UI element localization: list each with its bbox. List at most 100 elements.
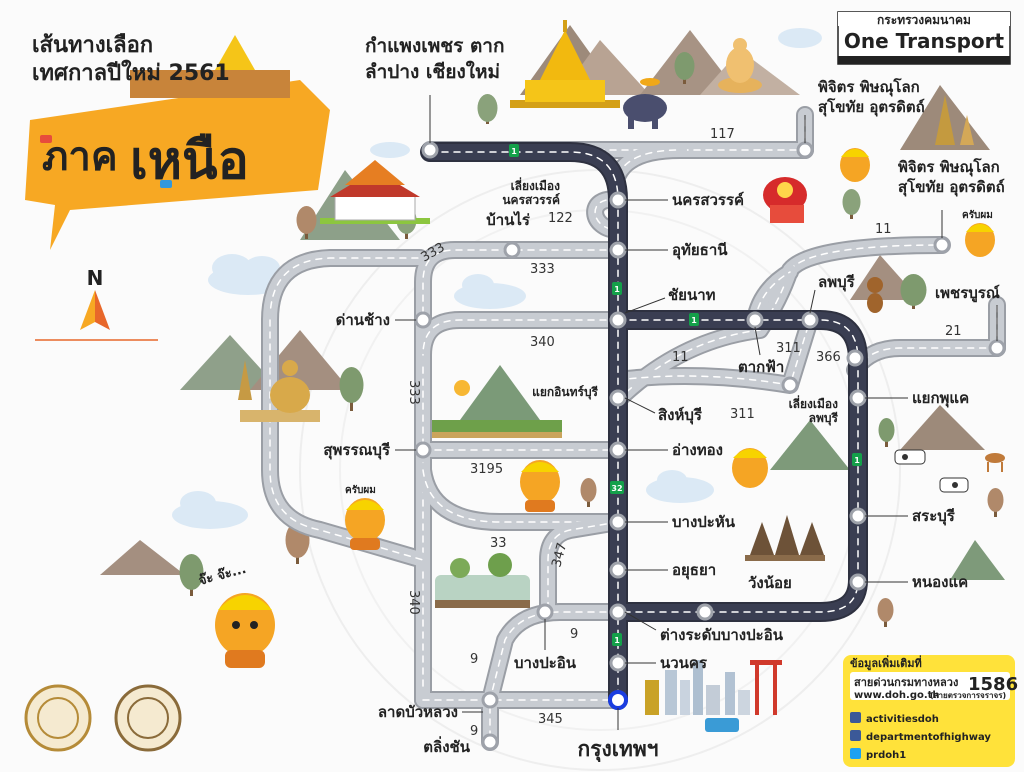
svg-text:333: 333: [406, 380, 421, 405]
monkey-icon: [867, 277, 883, 313]
side-roads-centerline: [617, 244, 943, 401]
svg-text:สายด่วนกรมทางหลวง: สายด่วนกรมทางหลวง: [854, 676, 958, 689]
label-bangpahan: บางปะหัน: [672, 513, 736, 531]
svg-text:11: 11: [875, 222, 892, 237]
destination-text: กำแพงเพชร ตาก ลำปาง เชียงใหม่ พิจิตร พิษ…: [365, 35, 1005, 763]
elephant-icon: [623, 78, 667, 129]
junction-nodes: [414, 141, 1006, 751]
cloud-icons: [172, 28, 822, 529]
program-name: One Transport: [844, 29, 1005, 53]
label-banrai: บ้านไร่: [486, 210, 531, 229]
route-shields: 1 1 1 1 32 1: [509, 144, 862, 646]
leader-lines: [395, 95, 998, 730]
compass-label: N: [87, 266, 104, 290]
bangkok-skyline-icon: [645, 660, 782, 732]
svg-text:(สายตรวจการจราจร): (สายตรวจการจราจร): [930, 691, 1006, 700]
side-roads-centerline: [269, 257, 421, 321]
svg-text:1: 1: [614, 636, 620, 645]
label-angthong: อ่างทอง: [672, 441, 723, 459]
dest-phetchabun: เพชรบูรณ์: [935, 284, 1000, 303]
dest-ne2-line1: พิจิตร พิษณุโลก: [898, 157, 1000, 177]
svg-text:activitiesdoh: activitiesdoh: [866, 714, 939, 725]
label-nakhonsawan: นครสวรรค์: [672, 191, 744, 209]
thai-temple-icon: [320, 160, 430, 224]
temple-illustrations: [238, 20, 1005, 732]
label-wangnoi: วังน้อย: [748, 574, 792, 592]
side-roads-centerline: [489, 611, 619, 743]
dest-ne1-line2: สุโขทัย อุตรดิตถ์: [818, 97, 925, 117]
label-chainat: ชัยนาท: [668, 286, 716, 304]
info-box: [843, 655, 1015, 767]
label-latbualuang: ลาดบัวหลวง: [378, 703, 458, 721]
title-line1: เส้นทางเลือก: [32, 33, 153, 58]
svg-text:1586: 1586: [968, 674, 1018, 695]
dest-top-line2: ลำปาง เชียงใหม่: [365, 60, 500, 83]
svg-text:333: 333: [530, 262, 555, 277]
info-text: ข้อมูลเพิ่มเติมที่ สายด่วนกรมทางหลวง 158…: [850, 655, 1018, 761]
svg-text:9: 9: [570, 627, 578, 642]
seal-logos: [24, 684, 182, 752]
svg-text:ครับผม: ครับผม: [962, 209, 993, 221]
svg-text:340: 340: [406, 590, 421, 615]
svg-text:33: 33: [490, 536, 507, 551]
label-talingchan: ตลิ่งชัน: [423, 736, 470, 756]
title-line2: เทศกาลปีใหม่ 2561: [32, 59, 230, 86]
svg-text:1: 1: [854, 456, 860, 465]
label-lopburi: ลพบุรี: [818, 273, 856, 292]
doh-seal-logo: [114, 684, 182, 752]
svg-text:9: 9: [470, 724, 478, 739]
side-roads-centerline: [422, 319, 619, 356]
label-singburi: สิงห์บุรี: [658, 406, 703, 425]
title-banner: [25, 35, 330, 250]
label-uthaithani: อุทัยธานี: [672, 241, 728, 260]
label-navanakorn: นวนคร: [660, 654, 708, 672]
svg-text:340: 340: [530, 335, 555, 350]
side-roads-centerline: [422, 469, 619, 523]
svg-text:3195: 3195: [470, 462, 503, 477]
twitter-icon: [850, 748, 861, 759]
buddha-statue-icon: [718, 38, 762, 93]
mascot-small-2: [520, 460, 560, 512]
svg-text:1: 1: [511, 147, 517, 156]
svg-text:departmentofhighway: departmentofhighway: [866, 732, 991, 743]
bangkok-marker: [608, 690, 628, 710]
svg-text:prdoh1: prdoh1: [866, 750, 906, 761]
side-roads-centerline: [547, 521, 619, 613]
lotus-pond-icon: [435, 553, 530, 608]
chedi-icon: [935, 95, 974, 145]
mascot-large: [215, 593, 275, 668]
label-phukae: แยกพุแค: [912, 389, 969, 408]
place-labels: เลี่ยงเมือง นครสวรรค์ นครสวรรค์ บ้านไร่ …: [323, 177, 969, 756]
svg-text:345: 345: [538, 712, 563, 727]
svg-text:ลพบุรี: ลพบุรี: [809, 411, 839, 426]
ruins-icon: [238, 360, 320, 422]
svg-text:122: 122: [548, 211, 573, 226]
dest-ne2-line2: สุโขทัย อุตรดิตถ์: [898, 177, 1005, 197]
region-word-2: เหนือ: [130, 131, 249, 191]
label-suphanburi: สุพรรณบุรี: [323, 441, 391, 460]
highway-32-shield: 32: [610, 481, 624, 494]
svg-text:117: 117: [710, 127, 735, 142]
header-text: เส้นทางเลือก เทศกาลปีใหม่ 2561 ภาค เหนือ…: [32, 13, 1005, 290]
ministry-seal-logo: [24, 684, 92, 752]
svg-text:1: 1: [614, 285, 620, 294]
svg-text:ครับผม: ครับผม: [345, 484, 376, 496]
svg-text:นครสวรรค์: นครสวรรค์: [502, 193, 560, 207]
label-bangpain: บางปะอิน: [514, 654, 577, 672]
side-roads-surface: [416, 243, 625, 707]
svg-text:9: 9: [470, 652, 478, 667]
svg-text:เลี่ยงเมือง: เลี่ยงเมือง: [789, 395, 839, 411]
svg-text:347: 347: [549, 541, 570, 569]
svg-text:11: 11: [672, 350, 689, 365]
highway-1-shield: 1: [509, 144, 519, 157]
dest-bangkok: กรุงเทพฯ: [578, 737, 659, 763]
side-roads-centerline: [617, 319, 811, 386]
tree-icons: [179, 52, 1004, 627]
svg-text:311: 311: [730, 407, 755, 422]
label-nongkhae: หนองแค: [912, 573, 968, 591]
golden-pagoda-icon: [510, 20, 620, 108]
facebook-icon-2: [850, 730, 861, 741]
svg-text:32: 32: [611, 484, 622, 493]
